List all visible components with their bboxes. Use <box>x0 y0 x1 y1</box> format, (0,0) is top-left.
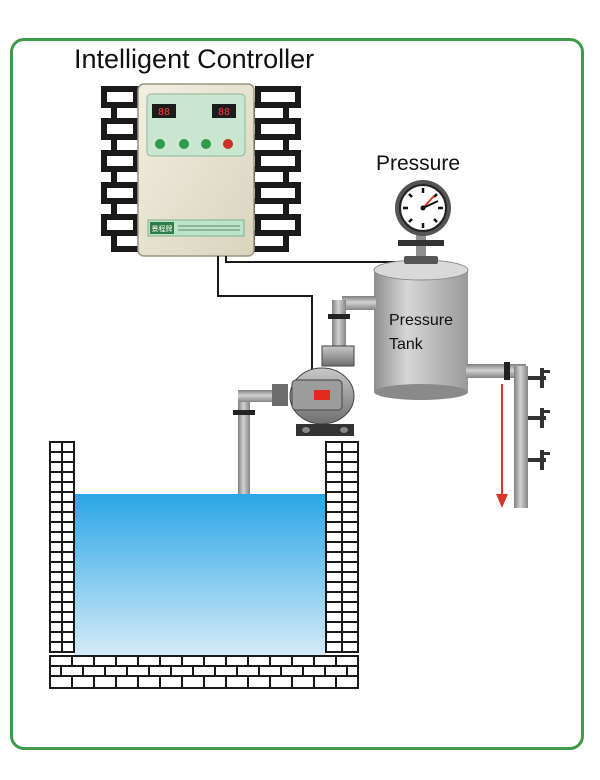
brick-wall-right <box>249 86 301 252</box>
controller-brand-badge: 景程牌 <box>152 224 173 233</box>
faucet-icon <box>528 368 550 470</box>
controller-stop-button[interactable] <box>223 139 233 149</box>
pressure-tank <box>373 256 469 400</box>
pressure-tank-label-line1: Pressure <box>389 312 454 329</box>
controller-button[interactable] <box>201 139 211 149</box>
controller-label: Intelligent Controller <box>74 44 315 74</box>
water-reservoir <box>49 441 359 689</box>
pressure-tank-label-line2: Tank <box>389 336 423 353</box>
pressure-gauge <box>395 180 451 258</box>
brick-wall-left <box>101 86 145 252</box>
controller-button[interactable] <box>179 139 189 149</box>
flow-arrow <box>496 384 508 508</box>
controller-display-left: 88 <box>158 107 170 118</box>
controller-display-right: 88 <box>218 107 230 118</box>
water-pump <box>272 345 355 436</box>
controller-button[interactable] <box>155 139 165 149</box>
intelligent-controller: 88 88 景程牌 <box>137 83 255 257</box>
control-cables <box>217 256 404 382</box>
pressure-gauge-label: Pressure <box>376 152 461 175</box>
